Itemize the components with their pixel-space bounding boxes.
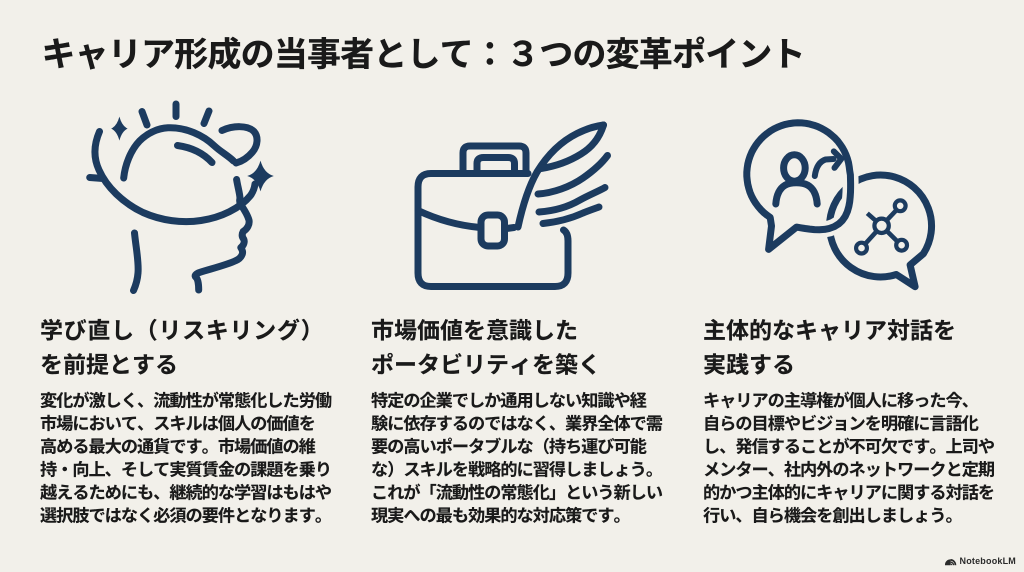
svg-text:NotebookLM: NotebookLM <box>960 556 1017 566</box>
